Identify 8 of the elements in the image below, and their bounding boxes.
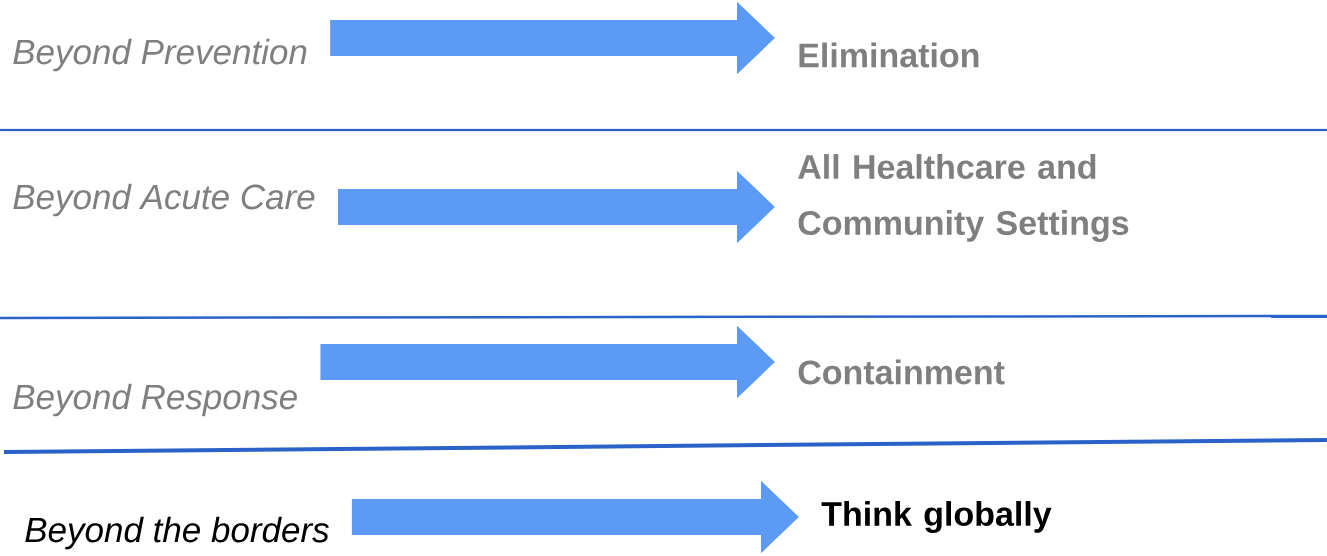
outcome-label: Think globally — [821, 501, 1052, 533]
outcome-label: Containment — [798, 359, 1005, 385]
row-label: Beyond Response — [13, 383, 297, 417]
outcome-label: Elimination — [799, 42, 979, 68]
row-label: Beyond Acute Care — [13, 183, 315, 217]
outcome-label: All Healthcare and Community Settings — [798, 154, 1129, 242]
row-label: Beyond Prevention — [13, 38, 307, 72]
row-label: Beyond the borders — [25, 516, 329, 550]
